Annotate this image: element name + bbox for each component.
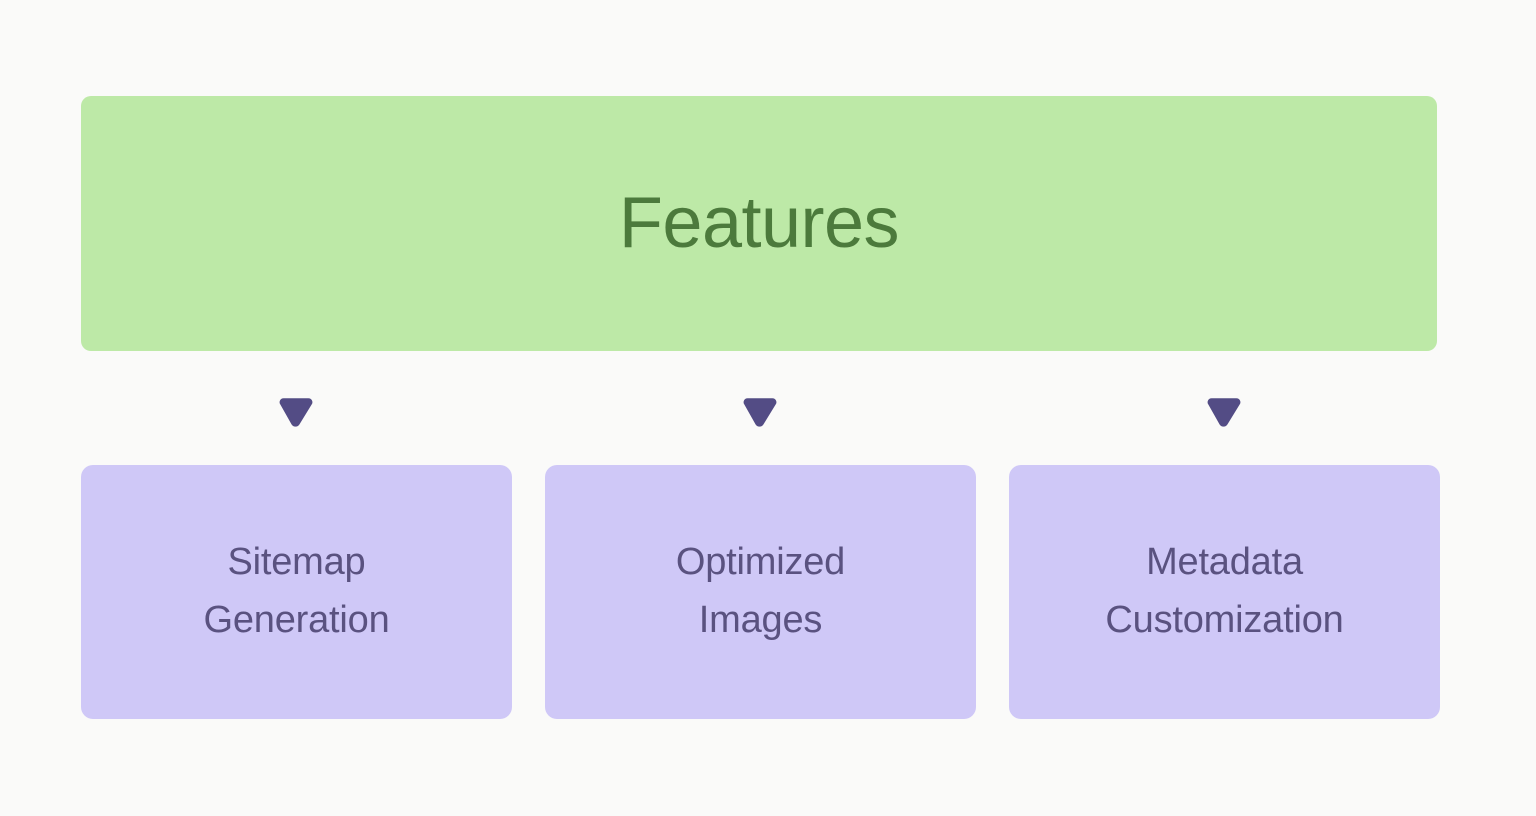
node-features-root[interactable]: Features [81,96,1437,351]
node-sitemap-generation[interactable]: Sitemap Generation [81,465,512,719]
triangle-down-icon [279,397,313,427]
node-optimized-images[interactable]: Optimized Images [545,465,976,719]
node-metadata-customization-label: Metadata Customization [1105,541,1344,641]
node-sitemap-generation-label: Sitemap Generation [203,541,390,641]
node-optimized-images-label: Optimized Images [675,541,846,641]
node-features-root-label: Features [618,182,900,263]
triangle-down-icon [743,397,777,427]
node-metadata-customization[interactable]: Metadata Customization [1009,465,1440,719]
triangle-down-icon [1207,397,1241,427]
